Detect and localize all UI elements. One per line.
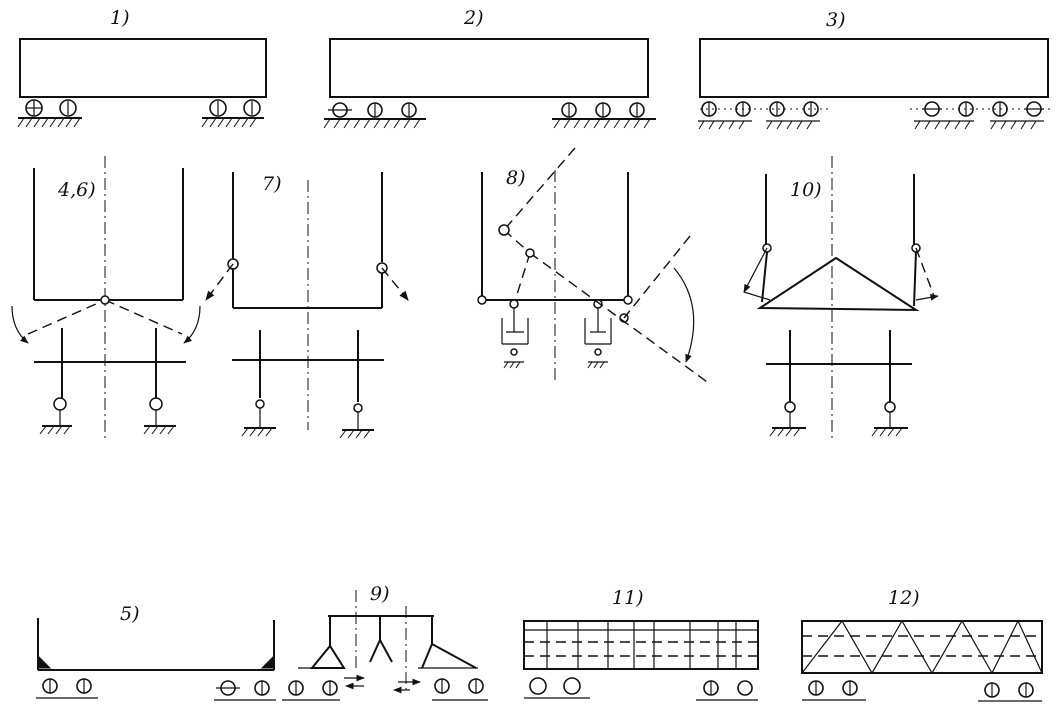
scheme-8-label: 8) (506, 167, 526, 189)
scheme-3-label: 3) (826, 9, 846, 31)
scheme-12-body (801, 620, 1043, 674)
scheme-1-left-bogie (17, 99, 82, 128)
scheme-12-label: 12) (888, 587, 920, 609)
scheme-1: 1) (17, 7, 267, 128)
scheme-3-body (699, 38, 1049, 98)
scheme-5-label: 5) (120, 603, 140, 625)
scheme-1-body (19, 38, 267, 98)
scheme-8-damper-right (584, 308, 612, 369)
scheme-11-label: 11) (612, 587, 644, 609)
scheme-3-bogies (698, 101, 1050, 130)
scheme-3: 3) (698, 9, 1050, 130)
scheme-8-damper-left (501, 308, 529, 369)
scheme-10: 10) (743, 156, 939, 440)
scheme-4-6: 4,6) (11, 156, 201, 440)
scheme-9: 9) (282, 583, 488, 701)
scheme-10-label: 10) (790, 179, 822, 201)
scheme-4-6-label: 4,6) (57, 179, 96, 201)
scheme-2-left-bogie (323, 102, 426, 129)
scheme-9-label: 9) (370, 583, 390, 605)
scheme-8: 8) (477, 147, 711, 385)
scheme-10-triangle-frame (756, 256, 920, 312)
scheme-11: 11) (523, 587, 759, 701)
scheme-2-label: 2) (463, 7, 484, 29)
scheme-7: 7) (205, 172, 409, 439)
scheme-2: 2) (323, 7, 656, 129)
scheme-2-body (329, 38, 649, 98)
scheme-1-label: 1) (110, 7, 130, 29)
scheme-7-label: 7) (262, 173, 282, 195)
scheme-12: 12) (801, 587, 1043, 702)
scheme-1-right-bogie (201, 99, 264, 128)
scheme-11-body (523, 620, 759, 670)
scheme-2-right-bogie (552, 102, 656, 129)
scheme-5: 5) (36, 603, 276, 701)
scheme-4-6-center-pin (100, 295, 110, 305)
